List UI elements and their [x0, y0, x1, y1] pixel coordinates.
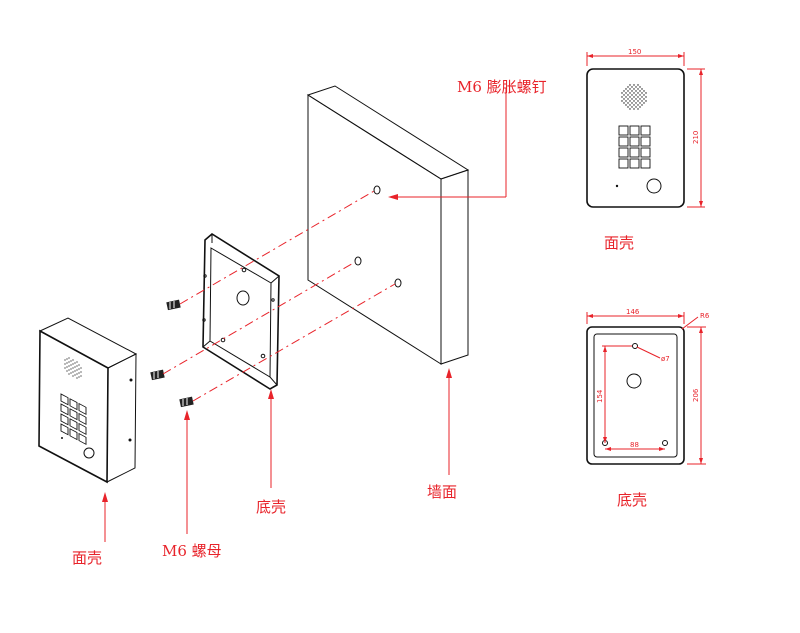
dim-hole-spacing: 88 — [630, 441, 639, 449]
wall-hole-middle — [354, 256, 362, 266]
wall-hole-top — [373, 185, 381, 195]
dim-hole-diameter: ø7 — [661, 355, 670, 363]
dim-face-height: 210 — [692, 131, 700, 144]
call-button-left — [83, 447, 95, 459]
dim-box-inner-height: 154 — [596, 389, 604, 403]
nut-middle — [150, 369, 165, 381]
dim-face-width: 150 — [628, 48, 641, 56]
back-box-cable-hole — [626, 373, 642, 389]
speaker-grille-left — [64, 357, 82, 379]
label-nut: M6 螺母 — [162, 542, 222, 560]
face-plate-front-view: 150 210 — [586, 48, 705, 208]
leader-back-box — [268, 389, 274, 488]
alignment-lines — [162, 190, 396, 402]
label-back-box-right: 底壳 — [617, 491, 647, 509]
keypad-front — [618, 125, 651, 169]
dim-box-width: 146 — [626, 308, 640, 316]
face-plate-isometric — [38, 317, 138, 484]
call-button-front — [646, 178, 662, 194]
leader-expansion-screw — [388, 88, 507, 200]
speaker-grille-front — [621, 84, 647, 110]
dim-corner: R6 — [700, 312, 710, 320]
wall-hole-bottom — [394, 278, 402, 288]
keypad-left — [60, 393, 87, 445]
leader-wall — [446, 368, 452, 475]
wall-block — [306, 85, 470, 365]
nut-bottom — [179, 396, 194, 408]
label-wall: 墙面 — [427, 483, 457, 501]
label-back-box: 底壳 — [256, 498, 286, 516]
dim-box-height: 206 — [692, 388, 700, 402]
cable-hole — [236, 290, 250, 306]
nut-top — [166, 299, 181, 311]
back-box-front-view: 146 R6 206 154 88 ø7 — [586, 308, 710, 465]
back-box-isometric — [202, 233, 280, 390]
leader-nut — [184, 410, 190, 534]
label-expansion-screw: M6 膨胀螺钉 — [457, 78, 547, 96]
leader-face-plate — [102, 492, 108, 542]
label-face-plate-right: 面壳 — [604, 234, 634, 252]
label-face-plate-left: 面壳 — [72, 549, 102, 567]
